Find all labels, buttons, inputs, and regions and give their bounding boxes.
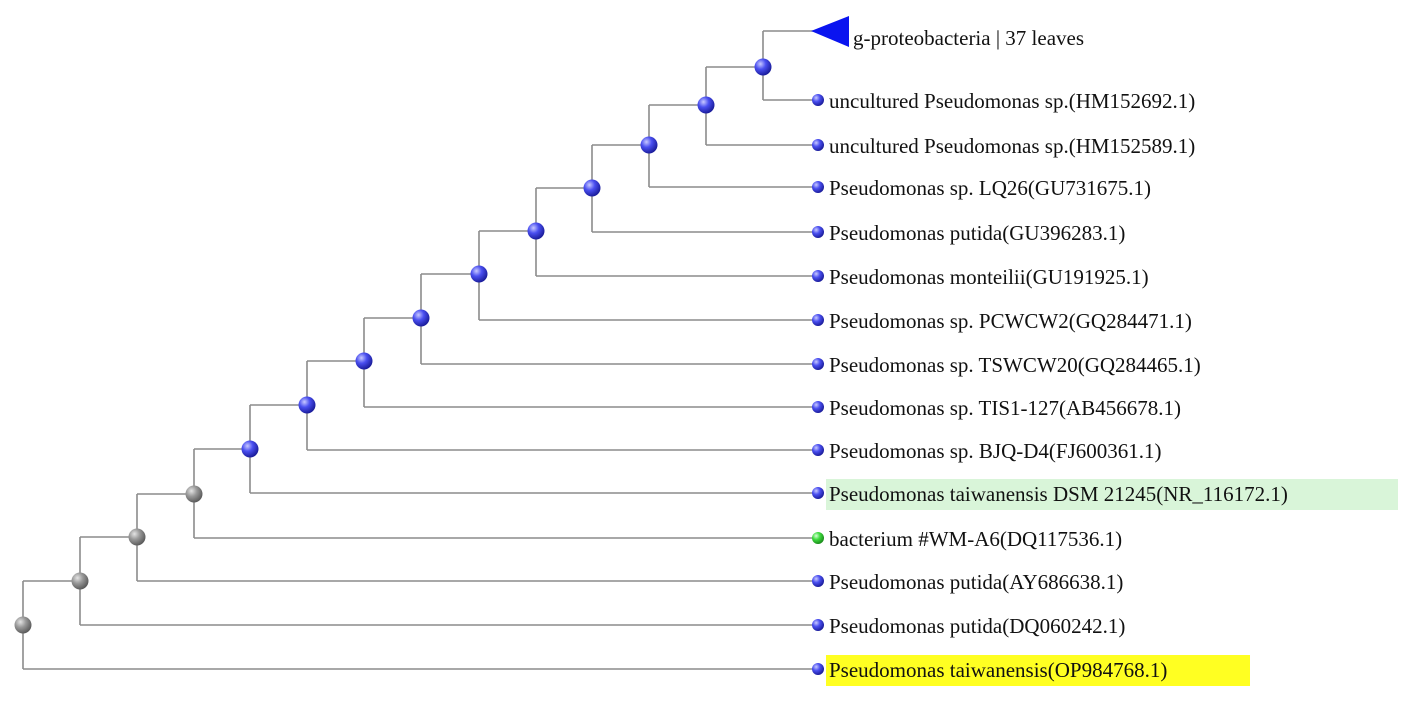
highlight-taiwanensis-op984768 [826,655,1250,686]
leaf-node[interactable] [812,444,824,456]
root-node[interactable] [14,616,32,634]
internal-node[interactable] [241,440,259,458]
leaf-label[interactable]: Pseudomonas sp. BJQ-D4(FJ600361.1) [829,439,1162,463]
leaf-node[interactable] [812,575,824,587]
branch-lines [22,30,817,670]
leaf-node[interactable] [812,226,824,238]
leaf-label[interactable]: Pseudomonas taiwanensis DSM 21245(NR_116… [829,482,1288,506]
leaf-node[interactable] [812,619,824,631]
leaf-label[interactable]: uncultured Pseudomonas sp.(HM152692.1) [829,89,1195,113]
leaf-node[interactable] [812,487,824,499]
leaf-label[interactable]: Pseudomonas taiwanensis(OP984768.1) [829,658,1167,682]
internal-node[interactable] [298,396,316,414]
collapsed-clade-label[interactable]: g-proteobacteria | 37 leaves [853,26,1084,50]
leaf-label[interactable]: Pseudomonas monteilii(GU191925.1) [829,265,1149,289]
leaf-node[interactable] [812,663,824,675]
internal-nodes [14,58,772,634]
internal-node[interactable] [754,58,772,76]
leaf-label[interactable]: Pseudomonas sp. LQ26(GU731675.1) [829,176,1151,200]
leaf-label[interactable]: Pseudomonas sp. TIS1-127(AB456678.1) [829,396,1181,420]
leaf-label[interactable]: Pseudomonas sp. TSWCW20(GQ284465.1) [829,353,1201,377]
branch-line [648,104,817,188]
leaf-markers [812,94,824,675]
leaf-label[interactable]: Pseudomonas sp. PCWCW2(GQ284471.1) [829,309,1192,333]
internal-node[interactable] [128,528,146,546]
leaf-node[interactable] [812,532,824,544]
internal-node[interactable] [583,179,601,197]
highlight-taiwanensis-dsm [826,479,1398,510]
branch-line [591,144,817,233]
internal-node[interactable] [697,96,715,114]
internal-node[interactable] [71,572,89,590]
branch-line [249,404,817,494]
branch-line [705,66,817,146]
leaf-label[interactable]: Pseudomonas putida(DQ060242.1) [829,614,1125,638]
branch-line [363,317,817,408]
internal-node[interactable] [355,352,373,370]
internal-node[interactable] [527,222,545,240]
branch-line [306,360,817,451]
leaf-node[interactable] [812,181,824,193]
leaf-node[interactable] [812,401,824,413]
internal-node[interactable] [185,485,203,503]
internal-node[interactable] [470,265,488,283]
leaf-node[interactable] [812,270,824,282]
collapsed-clade-triangle[interactable] [811,16,849,47]
leaf-node[interactable] [812,358,824,370]
leaf-node[interactable] [812,314,824,326]
internal-node[interactable] [640,136,658,154]
leaf-node[interactable] [812,139,824,151]
leaf-node[interactable] [812,94,824,106]
leaf-label[interactable]: Pseudomonas putida(AY686638.1) [829,570,1123,594]
internal-node[interactable] [412,309,430,327]
branch-line [420,273,817,365]
leaf-label[interactable]: Pseudomonas putida(GU396283.1) [829,221,1125,245]
leaf-label[interactable]: uncultured Pseudomonas sp.(HM152589.1) [829,134,1195,158]
leaf-label[interactable]: bacterium #WM-A6(DQ117536.1) [829,527,1122,551]
leaf-labels: g-proteobacteria | 37 leaves uncultured … [829,26,1288,682]
